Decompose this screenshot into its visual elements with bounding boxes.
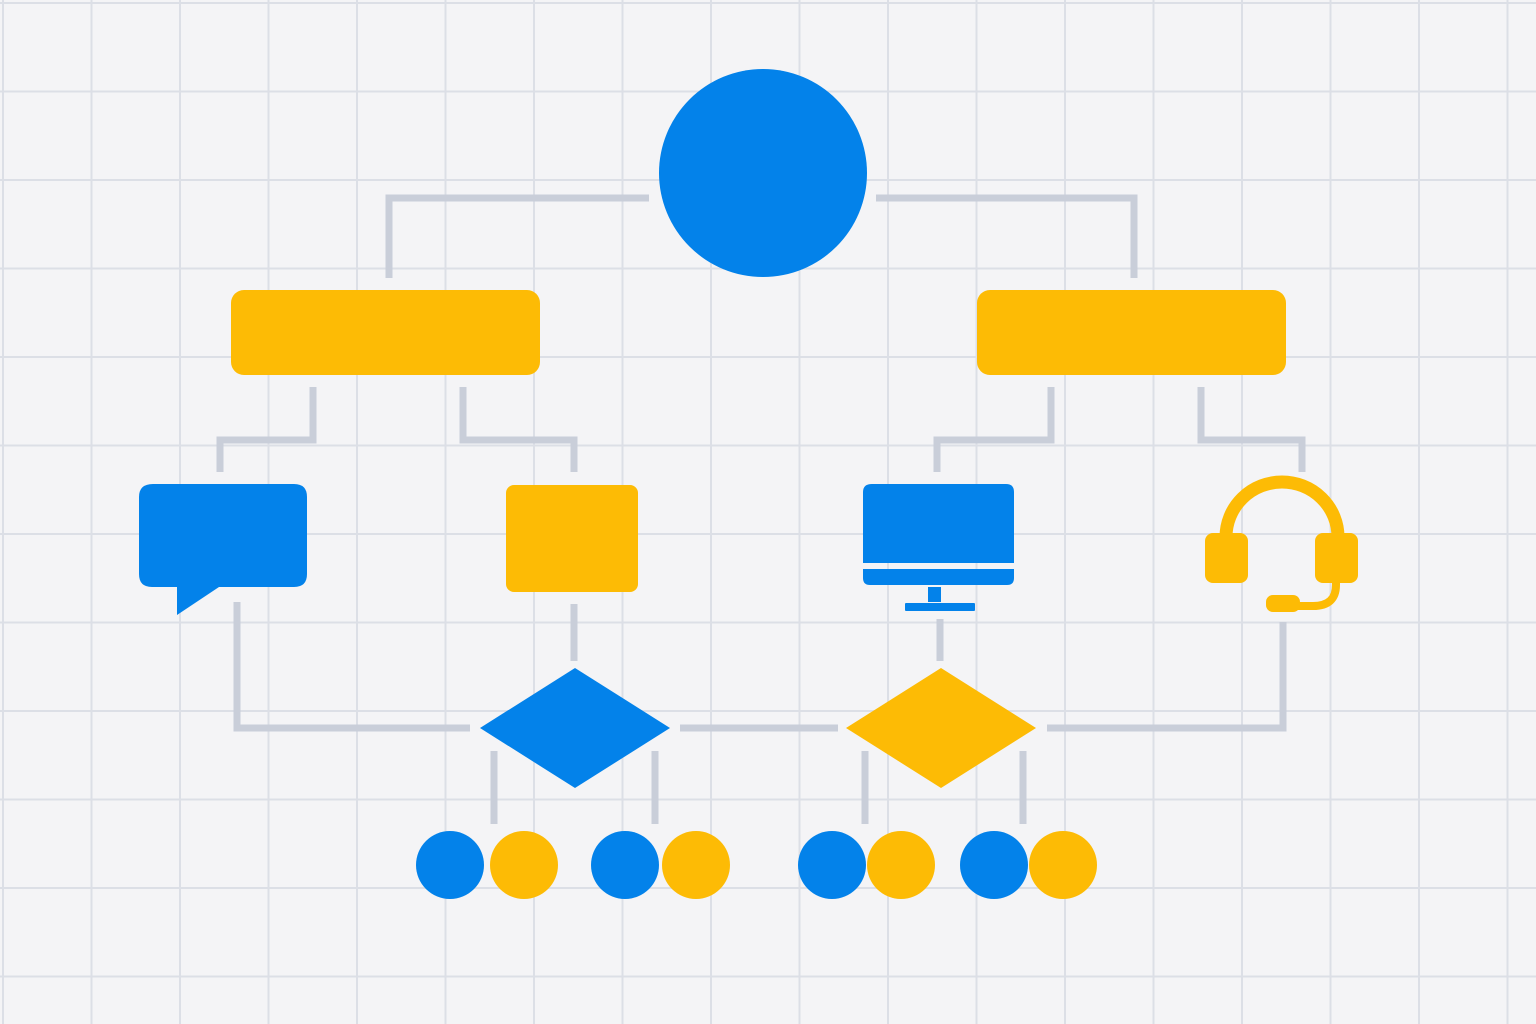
headset-icon (1205, 475, 1358, 612)
connector-chat-to-decision (233, 602, 470, 732)
connector-right-branch-to-headset (1197, 387, 1306, 472)
connector-left-branch-to-chat (216, 387, 317, 472)
outcome-dot-blue (416, 831, 484, 899)
decision-diamond-yellow (846, 668, 1036, 788)
connector-right-branch-to-monitor (933, 387, 1055, 472)
outcome-dot-blue (591, 831, 659, 899)
branch-box-right (977, 290, 1286, 375)
outcome-dot-yellow (662, 831, 730, 899)
decision-diamond-blue (480, 668, 670, 788)
connectors (216, 194, 1306, 824)
outcome-dot-yellow (490, 831, 558, 899)
outcome-dot-blue (798, 831, 866, 899)
square-node (506, 485, 638, 592)
connector-headset-to-decision (1047, 622, 1287, 732)
outcome-dot-yellow (867, 831, 935, 899)
outcome-dot-blue (960, 831, 1028, 899)
connector-left-branch-to-square (459, 387, 578, 472)
chat-icon (139, 484, 307, 615)
connector-root-left (385, 194, 649, 278)
outcome-dot-yellow (1029, 831, 1097, 899)
branch-box-left (231, 290, 540, 375)
root-node-circle (659, 69, 867, 277)
connector-root-right (876, 194, 1138, 278)
outcome-dots (416, 831, 1097, 899)
monitor-icon (863, 484, 1014, 611)
